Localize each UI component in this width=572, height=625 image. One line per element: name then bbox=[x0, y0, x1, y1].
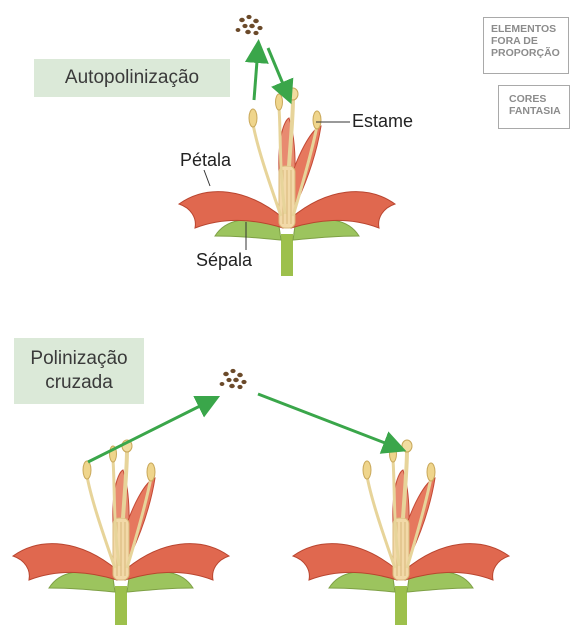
fantasy-colors-stamp: CORES FANTASIA bbox=[498, 85, 570, 129]
arrow-donor-to-pollen bbox=[88, 400, 212, 462]
flower-recipient bbox=[293, 440, 509, 625]
cross-pollination-caption: Polinização cruzada bbox=[14, 338, 144, 404]
estame-label: Estame bbox=[352, 111, 413, 132]
arrow-pollen-to-stigma bbox=[268, 48, 288, 96]
stamp-scale-line3: PROPORÇÃO bbox=[491, 47, 568, 59]
pollen-cluster-top bbox=[236, 15, 263, 35]
out-of-scale-stamp: ELEMENTOS FORA DE PROPORÇÃO bbox=[483, 17, 569, 74]
sepala-label: Sépala bbox=[196, 250, 252, 271]
petala-pointer bbox=[204, 170, 210, 186]
stamp-colors-line1: CORES bbox=[509, 93, 569, 105]
stamp-scale-line1: ELEMENTOS bbox=[491, 23, 568, 35]
flower-donor bbox=[13, 440, 229, 625]
arrow-anther-to-pollen bbox=[254, 48, 258, 100]
cross-pollination-title-line1: Polinização bbox=[14, 347, 144, 371]
arrow-pollen-to-recipient bbox=[258, 394, 398, 448]
stamp-colors-line2: FANTASIA bbox=[509, 105, 569, 117]
self-pollination-title: Autopolinização bbox=[34, 59, 230, 97]
pollen-cluster-bottom bbox=[220, 369, 247, 389]
self-pollination-caption: Autopolinização bbox=[34, 59, 230, 97]
cross-pollination-title-line2: cruzada bbox=[14, 371, 144, 395]
petala-label: Pétala bbox=[180, 150, 231, 171]
stamp-scale-line2: FORA DE bbox=[491, 35, 568, 47]
